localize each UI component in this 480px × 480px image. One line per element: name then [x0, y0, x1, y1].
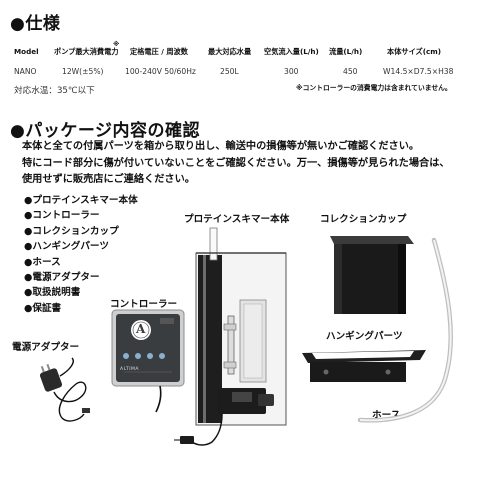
spec-cell-air: 300 — [284, 67, 299, 76]
list-item: ●保証書 — [24, 302, 62, 314]
spec-note: ※コントローラーの消費電力は含まれていません。 — [296, 84, 452, 92]
controller-image — [111, 309, 185, 413]
controller-brand: ALTIMA — [120, 367, 140, 372]
list-item: ●ホース — [24, 256, 61, 268]
caption-power-adapter: 電源アダプター — [12, 342, 80, 353]
caption-hose: ホース — [372, 410, 401, 421]
spec-cell-model: NANO — [14, 67, 37, 76]
spec-cell-size: W14.5×D7.5×H38 — [383, 67, 454, 76]
caption-collection-cup: コレクションカップ — [320, 214, 407, 225]
spec-header-voltage: 定格電圧 / 周波数 — [130, 47, 188, 56]
package-paragraph-line-2: 特にコード部分に傷が付いていないことをご確認ください。万一、損傷等が見られた場合… — [22, 157, 450, 169]
package-paragraph: 本体と全ての付属パーツを箱から取り出し、輸送中の損傷等が無いかご確認ください。 … — [22, 139, 450, 189]
spec-cell-capacity: 250L — [220, 67, 239, 76]
spec-header-air: 空気流入量(L/h) — [264, 47, 319, 56]
hanging-parts-image — [302, 350, 426, 382]
package-paragraph-line-3: 使用せずに販売店にご連絡ください。 — [22, 174, 195, 185]
caption-hanging-parts: ハンギングパーツ — [326, 331, 403, 342]
list-item: ●コントローラー — [24, 210, 100, 222]
spec-header-size: 本体サイズ(cm) — [387, 47, 442, 56]
list-item: ●取扱説明書 — [24, 287, 81, 299]
collection-cup-image — [330, 236, 414, 314]
spec-header-power: ポンプ最大消費電力 — [54, 47, 119, 56]
caption-controller: コントローラー — [110, 299, 178, 310]
package-title: ●パッケージ内容の確認 — [10, 121, 200, 141]
list-item: ●電源アダプター — [24, 272, 100, 284]
package-paragraph-line-1: 本体と全ての付属パーツを箱から取り出し、輸送中の損傷等が無いかご確認ください。 — [22, 141, 420, 152]
spec-cell-voltage: 100-240V 50/60Hz — [125, 67, 196, 76]
spec-header-mark: ※ — [113, 40, 120, 48]
spec-header-flow: 流量(L/h) — [329, 47, 363, 56]
spec-header-capacity: 最大対応水量 — [208, 47, 252, 56]
protein-skimmer-image — [174, 227, 287, 446]
spec-cell-flow: 450 — [343, 67, 358, 76]
water-temp: 対応水温：35℃以下 — [14, 86, 95, 96]
list-item: ●コレクションカップ — [24, 225, 119, 237]
list-item: ●ハンギングパーツ — [24, 241, 109, 253]
package-list: ●プロテインスキマー本体 ●コントローラー ●コレクションカップ ●ハンギングパ… — [24, 193, 138, 316]
spec-header-model: Model — [14, 47, 39, 56]
spec-cell-power: 12W(±5%) — [62, 67, 104, 76]
caption-skimmer: プロテインスキマー本体 — [184, 214, 290, 225]
list-item: ●プロテインスキマー本体 — [24, 195, 138, 206]
spec-title: ●仕様 — [10, 14, 61, 34]
power-adapter-image — [39, 357, 90, 422]
controller-logo-letter: A — [136, 322, 146, 336]
